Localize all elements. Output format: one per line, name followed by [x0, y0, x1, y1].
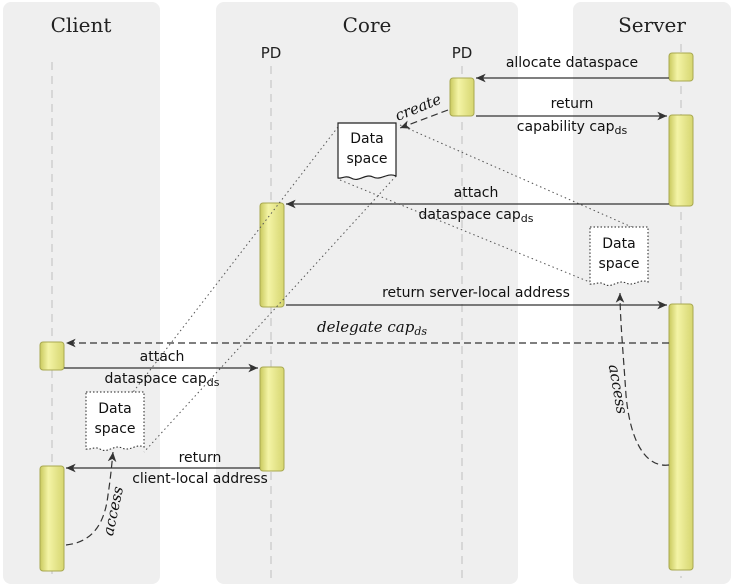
attach-client-label-1: attach — [140, 349, 185, 365]
server-activation-1 — [668, 52, 694, 82]
pd-left-title: PD — [261, 44, 282, 62]
svg-text:space: space — [94, 421, 135, 437]
client-lane-title: Client — [51, 13, 112, 37]
svg-text:Data: Data — [98, 401, 131, 417]
svg-text:Data: Data — [602, 236, 635, 252]
client-access-arrow — [65, 451, 117, 546]
pd-right-activation — [449, 77, 475, 117]
client-activation-2 — [39, 465, 65, 572]
server-access-arrow — [615, 292, 670, 466]
return-capability-label-2: capability capds — [517, 119, 628, 137]
attach-server-label-2: dataspace capds — [419, 207, 534, 225]
create-arrow — [399, 109, 449, 129]
mapping-line — [143, 175, 397, 453]
server-lane-title: Server — [618, 13, 686, 37]
core-dataspace-document: Data space — [337, 122, 397, 180]
core-lane-title: Core — [343, 13, 392, 37]
client-activation-1 — [39, 341, 65, 371]
return-capability-label-1: return — [551, 96, 594, 112]
svg-text:space: space — [598, 256, 639, 272]
return-client-address-label-1: return — [179, 450, 222, 466]
delegate-label: delegate capds — [317, 318, 427, 338]
server-lane — [573, 2, 731, 584]
core-lane — [216, 2, 518, 584]
mapping-line — [339, 179, 593, 284]
svg-text:Data: Data — [350, 131, 383, 147]
svg-text:space: space — [346, 151, 387, 167]
pd-right-title: PD — [452, 44, 473, 62]
server-activation-2 — [668, 114, 694, 207]
return-server-address-label: return server-local address — [382, 285, 570, 301]
server-activation-3 — [668, 303, 694, 571]
attach-server-label-1: attach — [454, 185, 499, 201]
client-lane — [3, 2, 160, 584]
attach-client-label-2: dataspace capds — [105, 371, 220, 389]
pd-left-activation-1 — [259, 202, 285, 308]
allocate-dataspace-label: allocate dataspace — [506, 55, 638, 71]
client-dataspace-document: Data space — [85, 391, 145, 451]
pd-left-activation-2 — [259, 366, 285, 472]
return-client-address-label-2: client-local address — [132, 471, 268, 487]
server-dataspace-document: Data space — [589, 226, 649, 286]
